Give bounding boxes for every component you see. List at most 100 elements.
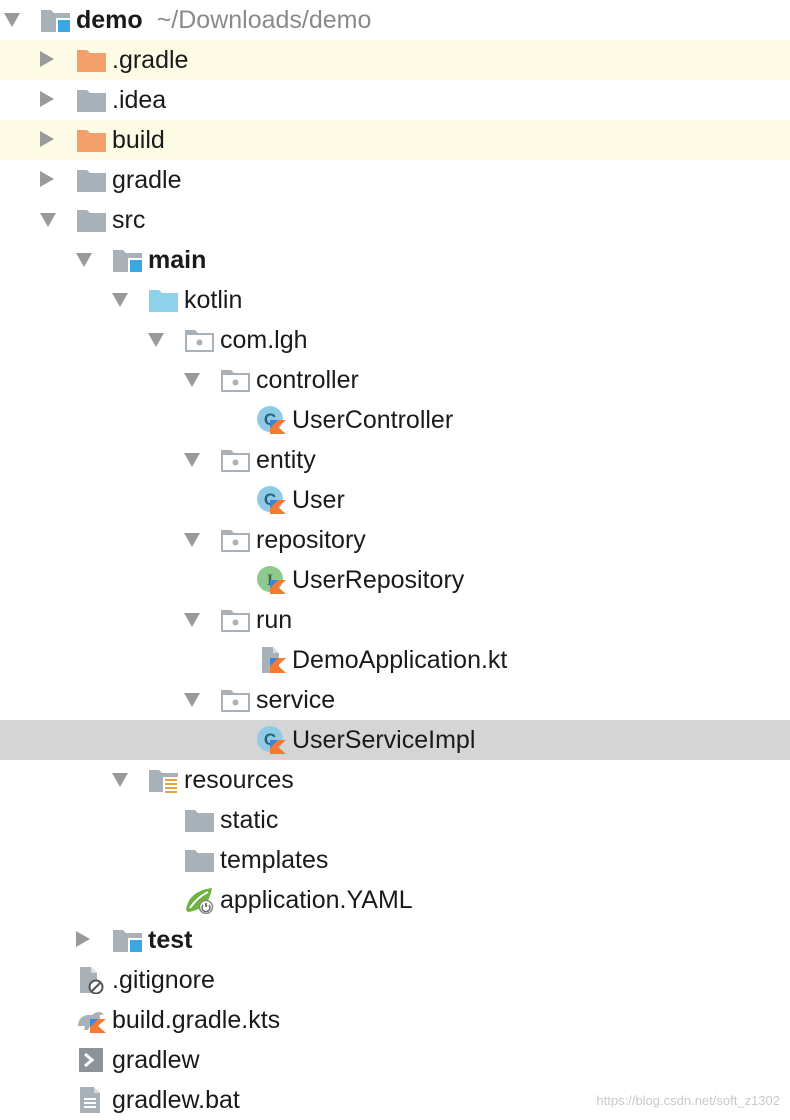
package-icon — [220, 366, 252, 394]
tree-row-gradlew[interactable]: gradlew — [0, 1040, 790, 1080]
tree-row-run[interactable]: run — [0, 600, 790, 640]
expand-arrow-icon[interactable] — [184, 453, 200, 467]
collapse-arrow-icon[interactable] — [40, 91, 54, 107]
tree-row-kotlin[interactable]: kotlin — [0, 280, 790, 320]
gradle-kts-icon — [76, 1006, 108, 1034]
module-folder-icon — [40, 6, 72, 34]
expand-arrow-icon[interactable] — [184, 693, 200, 707]
tree-row-repository[interactable]: repository — [0, 520, 790, 560]
tree-row-gitignore[interactable]: .gitignore — [0, 960, 790, 1000]
expand-arrow-icon[interactable] — [184, 533, 200, 547]
tree-label: .idea — [112, 86, 167, 114]
module-folder-icon — [112, 926, 144, 954]
tree-label: build.gradle.kts — [112, 1006, 281, 1034]
shell-script-icon — [76, 1046, 108, 1074]
tree-label: .gitignore — [112, 966, 215, 994]
root-path: ~/Downloads/demo — [156, 6, 372, 34]
package-icon — [220, 686, 252, 714]
tree-row-demo-application[interactable]: DemoApplication.kt — [0, 640, 790, 680]
tree-row-resources[interactable]: resources — [0, 760, 790, 800]
tree-label: kotlin — [184, 286, 243, 314]
kotlin-class-icon: C — [256, 726, 288, 754]
tree-row-main[interactable]: main — [0, 240, 790, 280]
tree-row-gradle[interactable]: gradle — [0, 160, 790, 200]
tree-row-service[interactable]: service — [0, 680, 790, 720]
tree-label: entity — [256, 446, 316, 474]
root-name: demo — [76, 6, 143, 34]
package-icon — [220, 526, 252, 554]
tree-row-idea[interactable]: .idea — [0, 80, 790, 120]
resources-folder-icon — [148, 766, 180, 794]
excluded-folder-icon — [76, 126, 108, 154]
expand-arrow-icon[interactable] — [40, 213, 56, 227]
source-folder-icon — [148, 286, 180, 314]
tree-row-build-gradle-kts[interactable]: build.gradle.kts — [0, 1000, 790, 1040]
watermark: https://blog.csdn.net/soft_z1302 — [596, 1093, 780, 1108]
expand-arrow-icon[interactable] — [184, 613, 200, 627]
tree-label: gradlew.bat — [112, 1086, 240, 1114]
expand-arrow-icon[interactable] — [4, 13, 20, 27]
folder-icon — [184, 806, 216, 834]
tree-label: UserServiceImpl — [292, 726, 476, 754]
tree-row-gradle-hidden[interactable]: .gradle — [0, 40, 790, 80]
tree-row-controller[interactable]: controller — [0, 360, 790, 400]
expand-arrow-icon[interactable] — [76, 253, 92, 267]
tree-label: build — [112, 126, 165, 154]
tree-row-user-service-impl[interactable]: C UserServiceImpl — [0, 720, 790, 760]
kotlin-interface-icon: I — [256, 566, 288, 594]
package-icon — [184, 326, 216, 354]
folder-icon — [76, 166, 108, 194]
tree-label: controller — [256, 366, 359, 394]
tree-label: DemoApplication.kt — [292, 646, 508, 674]
kotlin-file-icon — [256, 646, 288, 674]
tree-row-src[interactable]: src — [0, 200, 790, 240]
collapse-arrow-icon[interactable] — [40, 131, 54, 147]
tree-label: User — [292, 486, 345, 514]
kotlin-class-icon: C — [256, 406, 288, 434]
tree-row-user-controller[interactable]: C UserController — [0, 400, 790, 440]
expand-arrow-icon[interactable] — [148, 333, 164, 347]
tree-row-user-repository[interactable]: I UserRepository — [0, 560, 790, 600]
tree-label: gradlew — [112, 1046, 200, 1074]
tree-row-entity[interactable]: entity — [0, 440, 790, 480]
folder-icon — [184, 846, 216, 874]
folder-icon — [76, 86, 108, 114]
tree-label: .gradle — [112, 46, 189, 74]
tree-label: run — [256, 606, 293, 634]
expand-arrow-icon[interactable] — [112, 773, 128, 787]
collapse-arrow-icon[interactable] — [40, 51, 54, 67]
spring-config-icon — [184, 886, 216, 914]
collapse-arrow-icon[interactable] — [40, 171, 54, 187]
tree-label: application.YAML — [220, 886, 413, 914]
tree-row-gradlew-bat[interactable]: gradlew.bat — [0, 1080, 790, 1120]
tree-label: service — [256, 686, 336, 714]
tree-label: templates — [220, 846, 329, 874]
tree-label: UserRepository — [292, 566, 465, 594]
tree-row-demo[interactable]: demo ~/Downloads/demo — [0, 0, 790, 40]
package-icon — [220, 446, 252, 474]
tree-row-application-yaml[interactable]: application.YAML — [0, 880, 790, 920]
expand-arrow-icon[interactable] — [112, 293, 128, 307]
tree-row-com-lgh[interactable]: com.lgh — [0, 320, 790, 360]
ignore-file-icon — [76, 966, 108, 994]
tree-row-build[interactable]: build — [0, 120, 790, 160]
tree-label: com.lgh — [220, 326, 308, 354]
folder-icon — [76, 206, 108, 234]
tree-label: test — [148, 926, 193, 954]
expand-arrow-icon[interactable] — [184, 373, 200, 387]
text-file-icon — [76, 1086, 108, 1114]
module-folder-icon — [112, 246, 144, 274]
tree-label: src — [112, 206, 146, 234]
tree-label: demo ~/Downloads/demo — [76, 6, 371, 34]
tree-label: static — [220, 806, 279, 834]
package-icon — [220, 606, 252, 634]
tree-row-test[interactable]: test — [0, 920, 790, 960]
tree-row-static[interactable]: static — [0, 800, 790, 840]
tree-label: UserController — [292, 406, 454, 434]
tree-label: resources — [184, 766, 294, 794]
tree-label: main — [148, 246, 207, 274]
collapse-arrow-icon[interactable] — [76, 931, 90, 947]
tree-label: repository — [256, 526, 366, 554]
tree-row-user[interactable]: C User — [0, 480, 790, 520]
tree-row-templates[interactable]: templates — [0, 840, 790, 880]
